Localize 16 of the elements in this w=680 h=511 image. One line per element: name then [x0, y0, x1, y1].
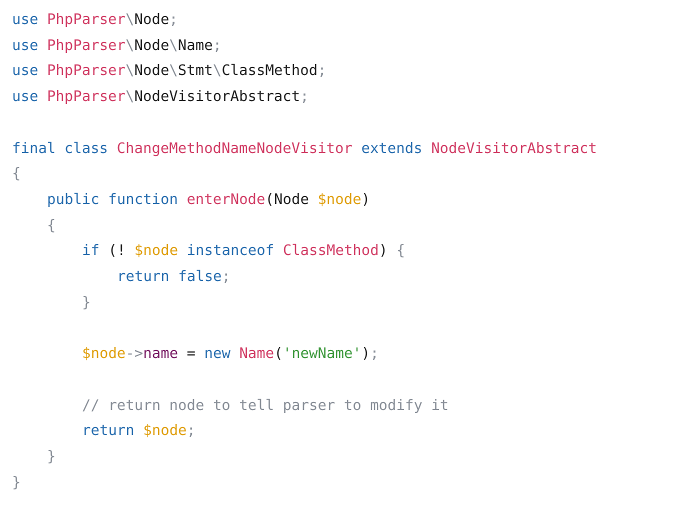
- code-line: $node->name = new Name('newName');: [82, 345, 379, 364]
- code-line: use PhpParser\Node;: [12, 11, 178, 30]
- code-line: return $node;: [82, 422, 196, 442]
- code-line: }: [12, 474, 21, 493]
- code-line: }: [47, 448, 56, 467]
- code-line: // return node to tell parser to modify it: [82, 396, 449, 416]
- code-line: {: [12, 165, 21, 184]
- code-line: use PhpParser\Node\Stmt\ClassMethod;: [12, 62, 326, 82]
- code-line: public function enterNode(Node $node): [47, 190, 370, 210]
- code-line: final class ChangeMethodNameNodeVisitor extends NodeVisitorAbstract: [12, 140, 597, 158]
- code-line: {: [47, 216, 56, 236]
- code-line: if (! $node instanceof ClassMethod) {: [82, 242, 406, 262]
- code-line: return false;: [117, 268, 231, 287]
- code-line: use PhpParser\Node\Name;: [12, 36, 222, 56]
- code-line: }: [82, 294, 91, 313]
- code-line: use PhpParser\NodeVisitorAbstract;: [12, 88, 309, 108]
